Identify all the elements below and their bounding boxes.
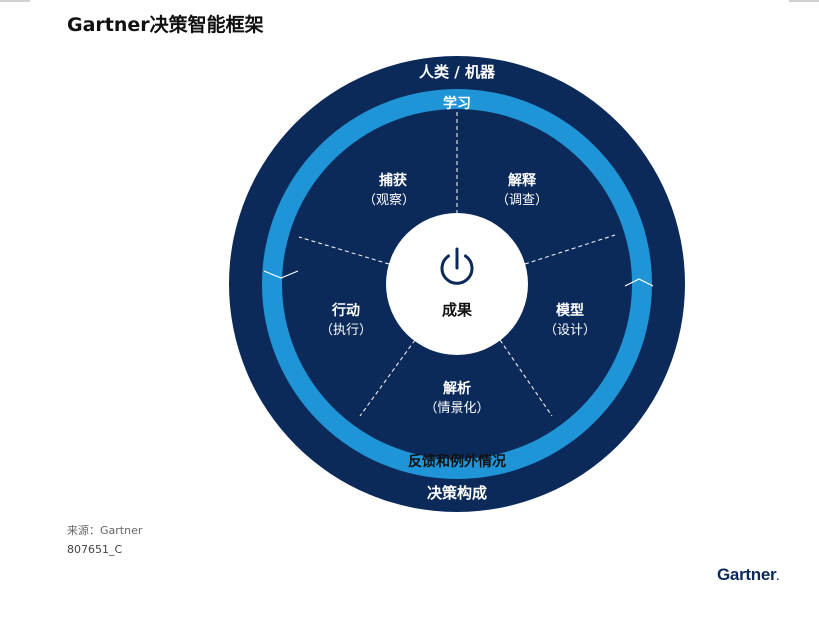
power-icon <box>440 247 474 285</box>
divider-bottom-left <box>359 339 416 417</box>
outer-ring-label-bottom: 决策构成 <box>427 484 487 502</box>
ring-arrow-right <box>624 278 654 287</box>
segment-capture-sublabel: （观察） <box>363 193 415 208</box>
inner-ring-label-top: 学习 <box>443 95 471 112</box>
segment-act-label: 行动 <box>331 302 360 319</box>
inner-ring-label-bottom: 反馈和例外情况 <box>408 453 506 470</box>
segment-model-sublabel: （设计） <box>544 323 596 338</box>
divider-bottom-right <box>499 339 553 417</box>
segment-interpret-label: 解释 <box>508 172 537 189</box>
segment-interpret-sublabel: （调查） <box>496 193 548 208</box>
segment-act-sublabel: （执行） <box>320 323 372 338</box>
outer-ring-label-top: 人类 / 机器 <box>419 63 496 81</box>
divider-left <box>298 236 390 265</box>
segment-analyze-label: 解析 <box>443 380 471 397</box>
page-title: Gartner决策智能框架 <box>67 14 264 36</box>
segment-analyze-sublabel: （情景化） <box>424 401 489 416</box>
corner-mark-right <box>789 0 819 2</box>
center-label: 成果 <box>442 301 473 319</box>
corner-mark-left <box>0 0 30 2</box>
divider-right <box>524 234 616 265</box>
gartner-logo: Gartner. <box>717 565 779 584</box>
ring-arrow-left <box>263 270 299 279</box>
segment-capture-label: 捕获 <box>379 172 407 189</box>
source-note: 来源：Gartner <box>67 524 143 537</box>
logo-text: Gartner <box>717 565 777 584</box>
segment-model-label: 模型 <box>556 302 584 319</box>
document-id: 807651_C <box>67 543 123 556</box>
